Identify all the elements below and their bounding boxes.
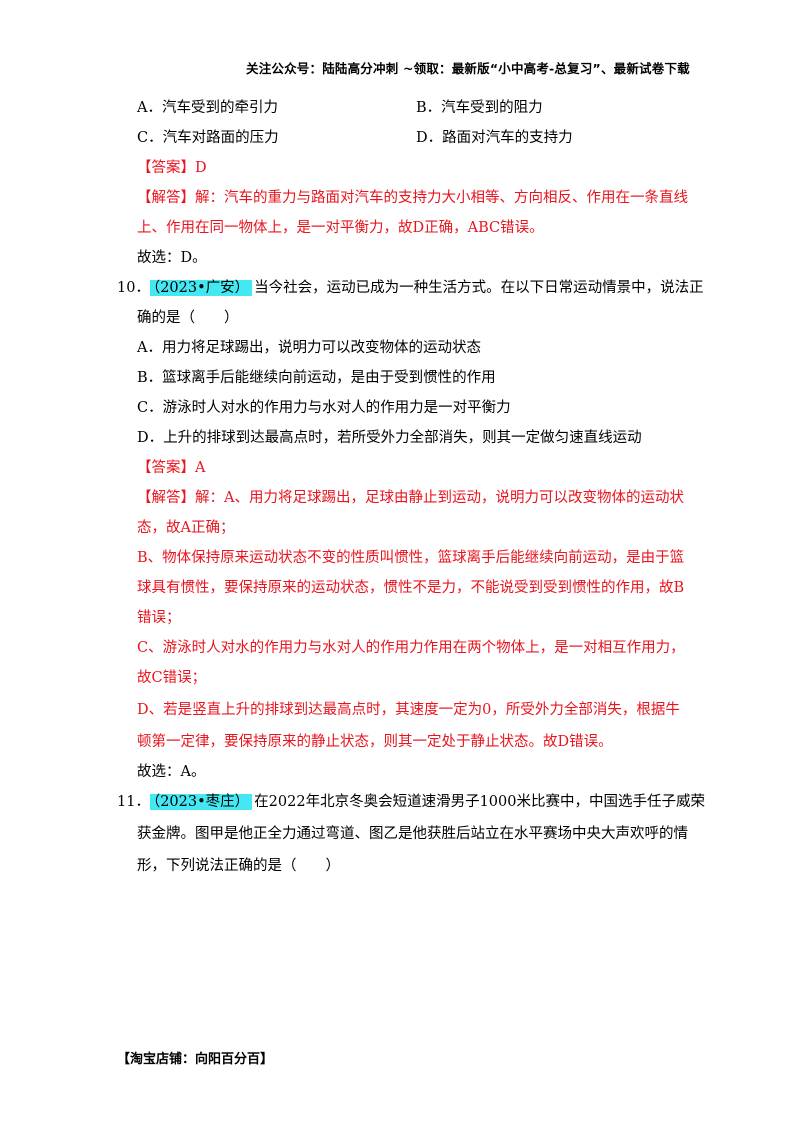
q10-analysis-c-line2: 故C错误； — [137, 670, 207, 686]
q10-analysis-c-line1: C、游泳时人对水的作用力与水对人的作用力作用在两个物体上，是一对相互作用力， — [137, 640, 685, 656]
q9-option-a: A．汽车受到的牵引力 — [137, 100, 278, 116]
q11-stem-line1: 11．（2023•枣庄）在2022年北京冬奥会短道速滑男子1000米比赛中，中国… — [117, 792, 705, 812]
q10-option-a: A．用力将足球踢出，说明力可以改变物体的运动状态 — [137, 340, 481, 356]
q10-answer: 【答案】A — [137, 460, 206, 476]
q10-stem-line1: 10．（2023•广安）当今社会，运动已成为一种生活方式。在以下日常运动情景中，… — [117, 278, 704, 298]
q9-option-d: D．路面对汽车的支持力 — [416, 130, 573, 146]
q10-analysis-d-line1: D、若是竖直上升的排球到达最高点时，其速度一定为0，所受外力全部消失，根据牛 — [137, 702, 680, 718]
q9-answer: 【答案】D — [137, 160, 207, 176]
q10-stem-text1: 当今社会，运动已成为一种生活方式。在以下日常运动情景中，说法正 — [254, 280, 704, 296]
q10-analysis-a-line2: 态，故A正确； — [137, 520, 235, 536]
q11-stem-text1: 在2022年北京冬奥会短道速滑男子1000米比赛中，中国选手任子威荣 — [254, 794, 705, 810]
q10-option-b: B．篮球离手后能继续向前运动，是由于受到惯性的作用 — [137, 370, 496, 386]
page-header: 关注公众号：陆陆高分冲刺 ~领取：最新版“小中高考-总复习”、最新试卷下载 — [246, 61, 690, 76]
q9-option-b: B．汽车受到的阻力 — [416, 100, 543, 116]
q10-option-d: D．上升的排球到达最高点时，若所受外力全部消失，则其一定做匀速直线运动 — [137, 430, 642, 446]
q10-analysis-b-line1: B、物体保持原来运动状态不变的性质叫惯性，篮球离手后能继续向前运动，是由于篮 — [137, 550, 685, 566]
q11-source-tag: （2023•枣庄） — [149, 794, 253, 810]
q10-analysis-a-text1: 解：A、用力将足球踢出，足球由静止到运动，说明力可以改变物体的运动状 — [195, 490, 684, 506]
q9-analysis-line1: 【解答】解：汽车的重力与路面对汽车的支持力大小相等、方向相反、作用在一条直线 — [137, 188, 688, 208]
q10-number: 10． — [117, 280, 150, 296]
page-footer: 【淘宝店铺：向阳百分百】 — [117, 1052, 274, 1067]
q9-conclusion: 故选：D。 — [137, 250, 207, 266]
q10-source-tag: （2023•广安） — [149, 280, 253, 296]
q10-analysis-b-line2: 球具有惯性，要保持原来的运动状态，惯性不是力，不能说受到受到惯性的作用，故B — [137, 580, 685, 596]
q10-option-c: C．游泳时人对水的作用力与水对人的作用力是一对平衡力 — [137, 400, 511, 416]
q11-stem-line3: 形，下列说法正确的是（ ） — [137, 858, 340, 874]
q11-stem-line2: 获金牌。图甲是他正全力通过弯道、图乙是他获胜后站立在水平赛场中央大声欢呼的情 — [137, 826, 688, 842]
q11-number: 11． — [117, 794, 150, 810]
q10-stem-line2: 确的是（ ） — [137, 310, 239, 326]
q9-analysis-label: 【解答】 — [137, 190, 195, 206]
q10-analysis-b-line3: 错误； — [137, 610, 181, 626]
q9-analysis-line2: 上、作用在同一物体上，是一对平衡力，故D正确，ABC错误。 — [137, 220, 544, 236]
q10-analysis-a-line1: 【解答】解：A、用力将足球踢出，足球由静止到运动，说明力可以改变物体的运动状 — [137, 488, 684, 508]
q10-conclusion: 故选：A。 — [137, 764, 206, 780]
q10-analysis-label: 【解答】 — [137, 490, 195, 506]
q9-analysis-text1: 解：汽车的重力与路面对汽车的支持力大小相等、方向相反、作用在一条直线 — [195, 190, 688, 206]
q10-analysis-d-line2: 顿第一定律，要保持原来的静止状态，则其一定处于静止状态。故D错误。 — [137, 734, 613, 750]
q9-option-c: C．汽车对路面的压力 — [137, 130, 279, 146]
